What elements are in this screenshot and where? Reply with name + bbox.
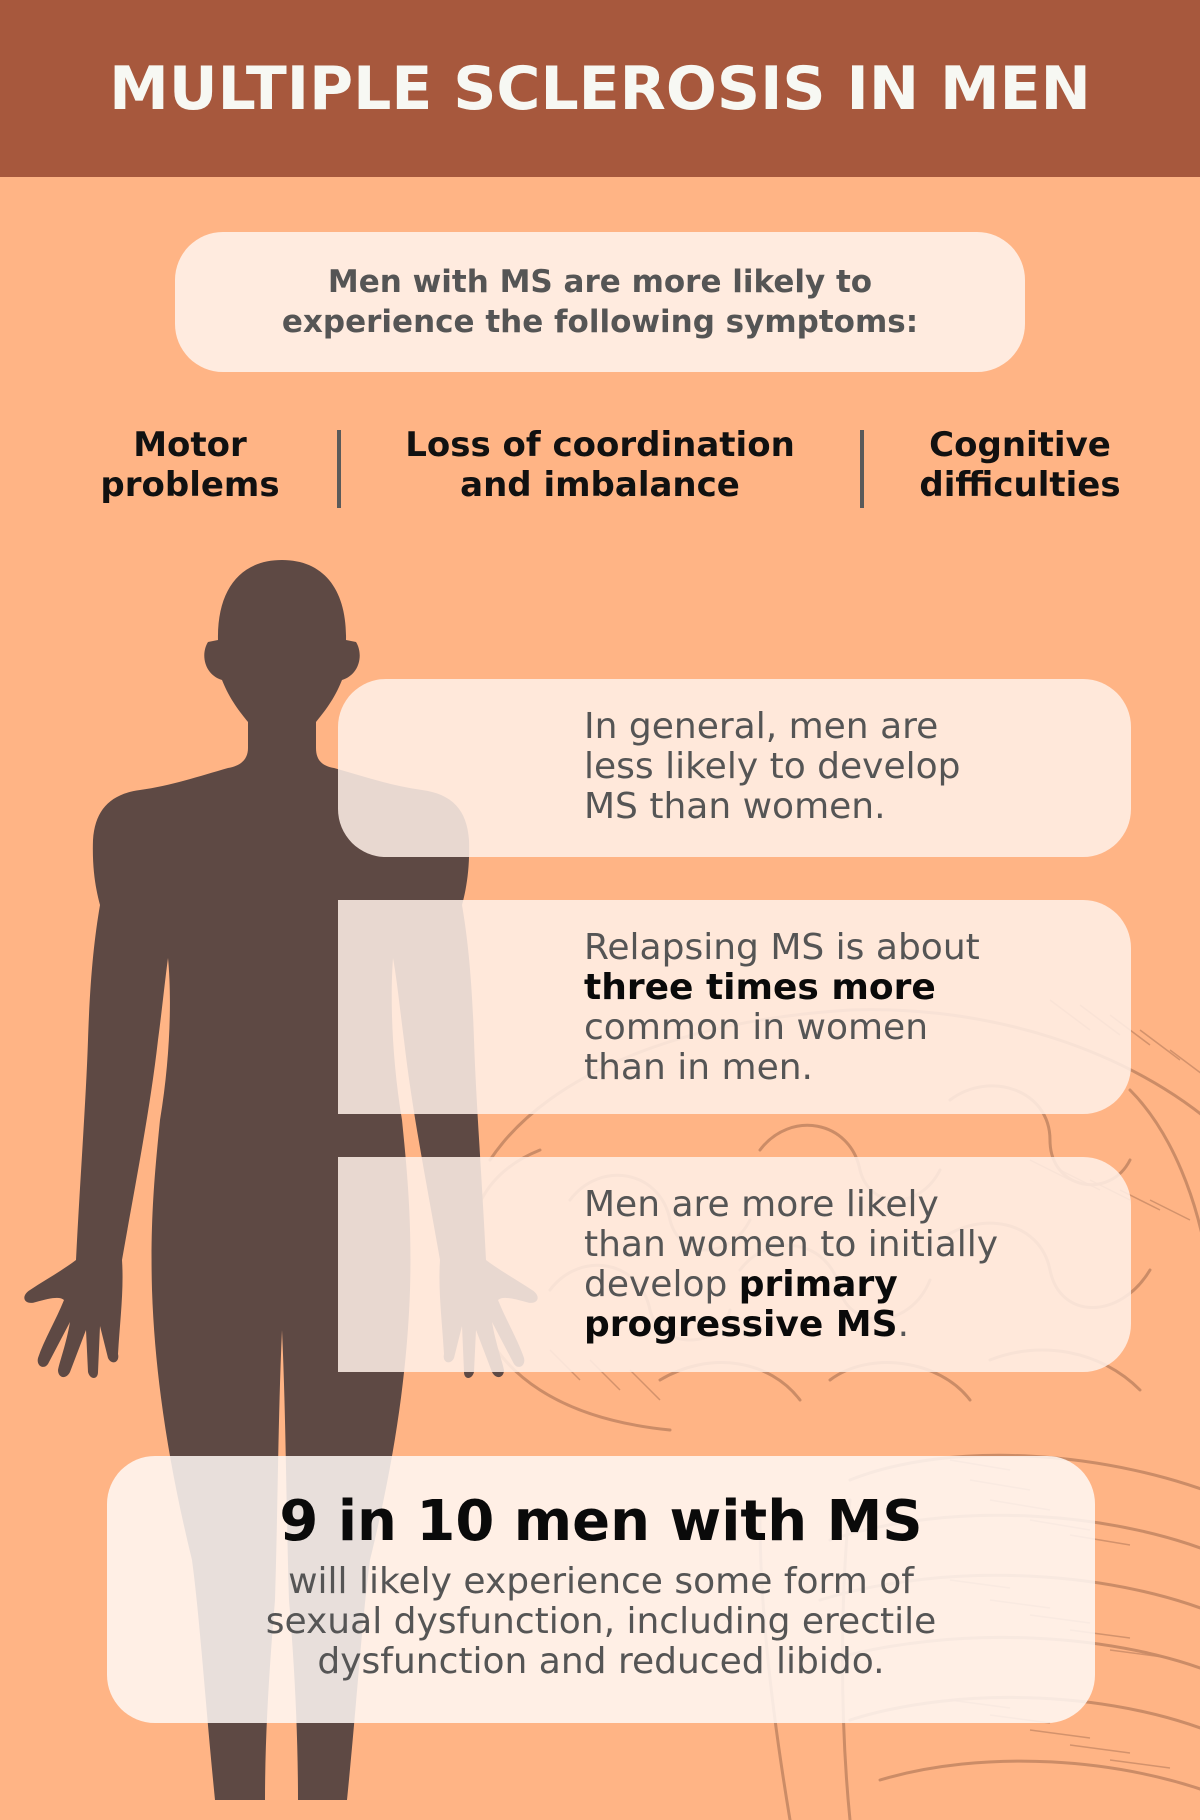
header-banner: MULTIPLE SCLEROSIS IN MEN: [0, 0, 1200, 177]
fact-line: develop: [584, 1264, 739, 1305]
fact-emphasis: progressive MS: [584, 1304, 898, 1345]
fact-card-relapsing: Relapsing MS is about three times more c…: [338, 900, 1131, 1114]
stat-line: will likely experience some form of: [288, 1561, 914, 1602]
fact-line: .: [897, 1304, 910, 1345]
stat-description: will likely experience some form of sexu…: [107, 1562, 1095, 1682]
fact-emphasis: three times more: [584, 967, 936, 1008]
symptom-label: difficulties: [919, 465, 1121, 505]
symptom-cognitive: Cognitive difficulties: [895, 425, 1145, 505]
stat-callout: 9 in 10 men with MS will likely experien…: [107, 1456, 1095, 1723]
fact-line: MS than women.: [584, 786, 886, 827]
fact-card-primary-progressive: Men are more likely than women to initia…: [338, 1157, 1131, 1372]
intro-line-2: experience the following symptoms:: [281, 304, 919, 340]
symptom-motor-problems: Motor problems: [80, 425, 300, 505]
intro-callout: Men with MS are more likely to experienc…: [175, 232, 1025, 372]
fact-card-incidence: In general, men are less likely to devel…: [338, 679, 1131, 857]
fact-line: In general, men are: [584, 706, 939, 747]
fact-line: than in men.: [584, 1047, 813, 1088]
fact-line: Relapsing MS is about: [584, 927, 980, 968]
fact-line: less likely to develop: [584, 746, 961, 787]
symptom-label: and imbalance: [460, 465, 740, 505]
symptom-label: Motor: [133, 425, 247, 465]
symptom-label: Cognitive: [929, 425, 1111, 465]
page-title: MULTIPLE SCLEROSIS IN MEN: [109, 53, 1091, 124]
symptom-label: problems: [100, 465, 280, 505]
divider: [860, 430, 864, 508]
symptom-label: Loss of coordination: [405, 425, 795, 465]
fact-line: common in women: [584, 1007, 929, 1048]
intro-line-1: Men with MS are more likely to: [327, 264, 873, 300]
stat-line: sexual dysfunction, including erectile: [265, 1601, 937, 1642]
symptoms-row: Motor problems Loss of coordination and …: [0, 425, 1200, 515]
stat-line: dysfunction and reduced libido.: [317, 1641, 885, 1682]
fact-line: Men are more likely: [584, 1184, 939, 1225]
symptom-coordination: Loss of coordination and imbalance: [370, 425, 830, 505]
fact-line: than women to initially: [584, 1224, 999, 1265]
fact-emphasis: primary: [738, 1264, 898, 1305]
divider: [337, 430, 341, 508]
stat-headline: 9 in 10 men with MS: [279, 1489, 923, 1554]
